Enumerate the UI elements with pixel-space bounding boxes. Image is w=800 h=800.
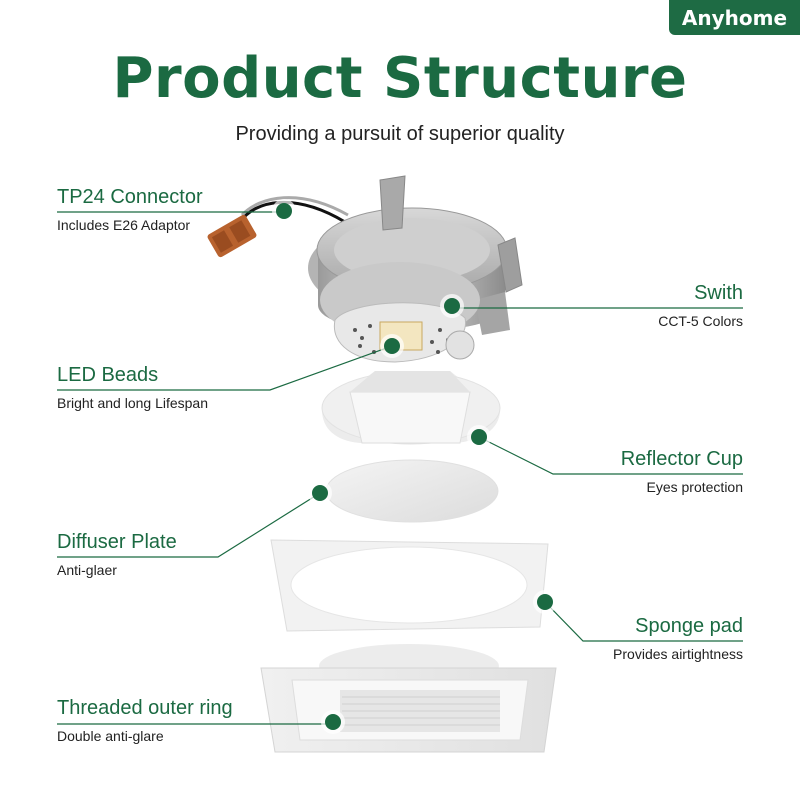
callout-dot-tp24-connector [272,199,296,223]
part-name: Reflector Cup [620,448,743,470]
callout-dot-diffuser-plate [308,481,332,505]
part-desc: Double anti-glare [57,728,164,744]
label-sponge-pad: Sponge pad Provides airtightness [613,615,743,662]
leader-line-sponge-pad [544,601,743,642]
label-swith: Swith CCT-5 Colors [658,282,743,329]
part-name: TP24 Connector [57,186,203,208]
callout-dot-threaded-ring [321,710,345,734]
callout-dots [272,199,557,734]
part-name: Diffuser Plate [57,531,177,553]
housing-illustration [207,175,523,363]
page-title: Product Structure [112,46,688,111]
part-desc: Provides airtightness [613,646,743,662]
leader-line-diffuser-plate [57,492,321,558]
callout-dot-swith [440,294,464,318]
callout-dot-reflector-cup [467,425,491,449]
reflector-cup-illustration [321,371,501,445]
part-name: Swith [694,282,743,304]
label-tp24-connector: TP24 Connector Includes E26 Adaptor [57,186,203,233]
callout-dot-sponge-pad [533,590,557,614]
part-desc: Includes E26 Adaptor [57,217,191,233]
page-subtitle: Providing a pursuit of superior quality [235,123,565,145]
sponge-pad-illustration [270,539,549,632]
label-reflector-cup: Reflector Cup Eyes protection [621,448,743,495]
part-desc: Bright and long Lifespan [57,395,208,411]
leader-lines [57,211,743,725]
trim-ring-illustration [260,644,557,753]
label-threaded-outer-ring: Threaded outer ring Double anti-glare [57,697,233,744]
label-led-beads: LED Beads Bright and long Lifespan [57,364,208,411]
part-name: LED Beads [57,364,159,386]
part-name: Sponge pad [635,615,743,637]
diffuser-plate-illustration [325,459,499,523]
label-diffuser-plate: Diffuser Plate Anti-glaer [57,531,177,578]
part-desc: Anti-glaer [57,562,117,578]
brand-logo: Anyhome [669,0,800,35]
part-name: Threaded outer ring [57,697,233,719]
leader-line-reflector-cup [478,436,743,475]
part-desc: Eyes protection [646,479,744,495]
callout-dot-led-beads [380,334,404,358]
leader-line-led-beads [57,345,393,391]
part-desc: CCT-5 Colors [658,313,743,329]
